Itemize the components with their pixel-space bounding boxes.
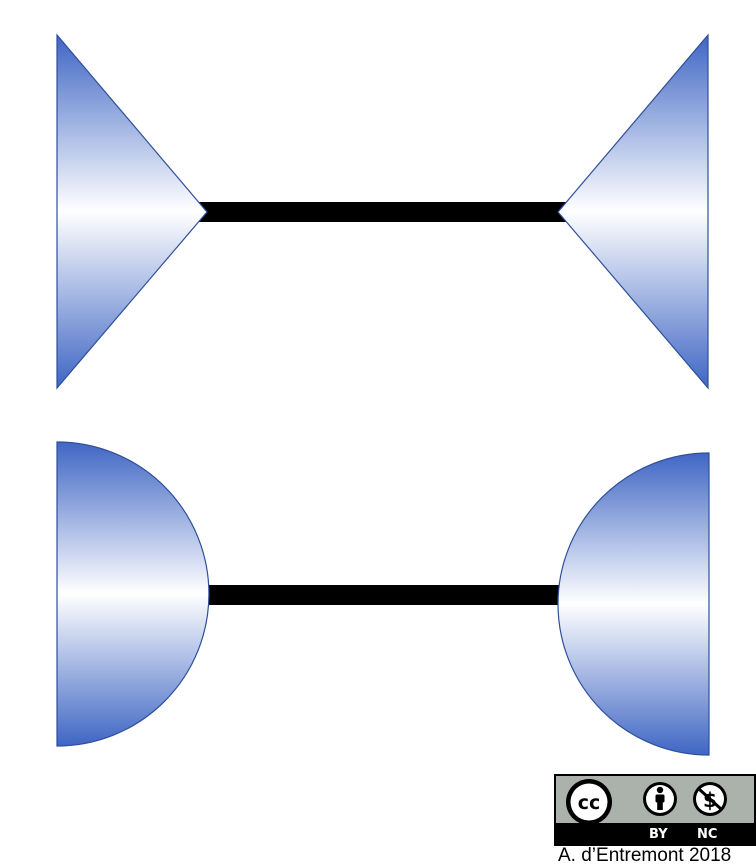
attribution-person-icon xyxy=(643,782,677,816)
cc-by-label: BY xyxy=(649,827,668,842)
bottom-right-semicircle xyxy=(557,452,710,756)
top-left-triangle xyxy=(56,33,208,390)
bottom-left-semicircle xyxy=(56,441,210,747)
top-connecting-bar xyxy=(198,202,568,222)
cc-nc-label: NC xyxy=(697,827,718,842)
cc-badge-top: cc $ xyxy=(556,776,754,823)
cc-badge-bottom: BY NC xyxy=(554,824,756,846)
top-right-triangle xyxy=(557,33,709,390)
noncommercial-dollar-icon: $ xyxy=(693,782,727,816)
author-credit: A. d’Entremont 2018 xyxy=(558,845,732,866)
cc-license-badge[interactable]: cc $ BY NC xyxy=(554,774,756,846)
svg-text:cc: cc xyxy=(578,792,601,814)
bottom-connecting-bar xyxy=(200,585,564,605)
cc-logo-icon: cc xyxy=(566,779,612,823)
